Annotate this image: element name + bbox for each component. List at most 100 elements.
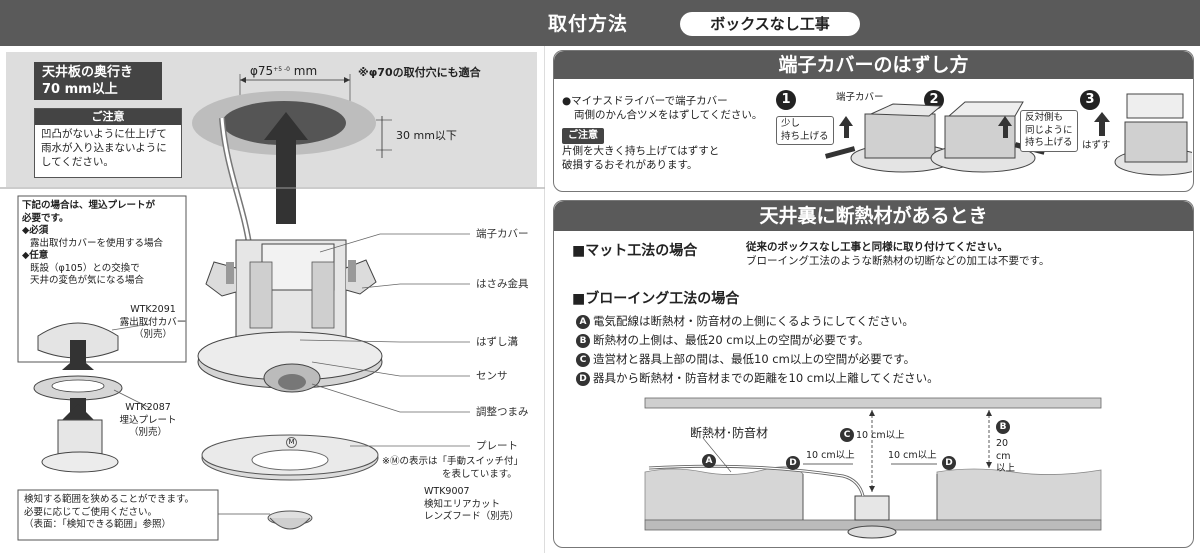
installation-diagram	[0, 46, 545, 553]
page-title: 取付方法	[548, 13, 629, 35]
accessory-name: 露出取付カバー	[119, 316, 187, 328]
ceiling-depth-line1: 天井板の奥行き	[42, 65, 134, 80]
ceiling-caution-line: 雨水が入り込まないように	[41, 142, 167, 154]
step-note-line: 反対側も	[1025, 112, 1064, 123]
blowing-item-text: 断熱材の上側は、最低20 cm以上の空間が必要です。	[593, 333, 870, 347]
plate-box-optional-line: 天井の変色が気になる場合	[30, 275, 145, 286]
insulation-panel-title: 天井裏に断熱材があるとき	[554, 201, 1193, 231]
plate-box-required-head: ◆必須	[22, 225, 49, 236]
diagram-mark-d-left-icon: D	[786, 456, 800, 470]
terminal-caution-line: 片側を大きく持ち上げてはずすと	[562, 145, 720, 157]
terminal-caution-line: 破損するおそれがあります。	[562, 159, 698, 171]
diameter-unit: mm	[293, 64, 318, 78]
terminal-cover-panel-title: 端子カバーのはずし方	[554, 51, 1193, 79]
plate-box-optional-head: ◆任意	[22, 250, 49, 261]
d-clearance-right-label: 10 cm以上	[888, 450, 937, 461]
diagram-mark-d-right-icon: D	[942, 456, 956, 470]
accessory-sub: （別売）	[128, 427, 167, 438]
ceiling-caution-text: 凹凸がないように仕上げて 雨水が入り込まないように してください。	[35, 125, 181, 171]
ceiling-caution-title: ご注意	[35, 109, 181, 125]
plate-mark: M	[286, 437, 297, 448]
instruction-line: 両側のかん合ツメをはずしてください。	[574, 109, 763, 121]
plate-box-required-text: 露出取付カバーを使用する場合	[30, 237, 164, 249]
plate-note-line: ※Ⓜの表示は「手動スイッチ付」	[382, 456, 523, 467]
accessory-name: レンズフード（別売）	[424, 511, 519, 522]
mark-b-icon: B	[576, 334, 590, 348]
plate-required-box: 下記の場合は、埋込プレートが 必要です。 ◆必須 露出取付カバーを使用する場合 …	[22, 200, 182, 288]
diagram-mark-a-icon: A	[702, 454, 716, 468]
accessory-sub: （別売）	[133, 329, 172, 340]
b-label-line: 20	[996, 438, 1009, 449]
accessory-exposed-cover: WTK2091 露出取付カバー （別売）	[118, 304, 188, 342]
accessory-embed-plate: WTK2087 埋込プレート （別売）	[118, 402, 178, 440]
label-clip: はさみ金具	[476, 278, 529, 290]
step3-note: はずす	[1082, 140, 1111, 151]
diagram-mark-c-icon: C	[840, 428, 854, 442]
detection-range-note: 検知する範囲を狭めることができます。 必要に応じてご使用ください。 （表面：「検…	[24, 494, 194, 532]
accessory-code: WTK9007	[424, 486, 470, 497]
terminal-cover-instructions: ●マイナスドライバーで端子カバー 両側のかん合ツメをはずしてください。 ご注意 …	[562, 94, 772, 172]
step-note-line: 同じように	[1025, 124, 1073, 136]
step-number-3: 3	[1080, 90, 1100, 110]
mat-method-text: 従来のボックスなし工事と同様に取り付けてください。 ブローイング工法のような断熱…	[746, 240, 1049, 268]
diagram-mark-b-icon: B	[996, 420, 1010, 434]
ceiling-caution-box: ご注意 凹凸がないように仕上げて 雨水が入り込まないように してください。	[34, 108, 182, 178]
label-plate: プレート	[476, 440, 518, 452]
mat-method-line: 従来のボックスなし工事と同様に取り付けてください。	[746, 241, 1008, 253]
insulation-label: 断熱材･防音材	[690, 426, 769, 440]
d-clearance-left-label: 10 cm以上	[806, 450, 855, 461]
range-note-line: 検知する範囲を狭めることができます。	[24, 494, 195, 505]
step2-note: 反対側も 同じように 持ち上げる	[1020, 110, 1078, 152]
plate-box-line: 下記の場合は、埋込プレートが	[22, 200, 156, 211]
blowing-item-text: 電気配線は断熱材・防音材の上側にくるようにしてください。	[593, 314, 914, 328]
blowing-method-heading: ■ブローイング工法の場合	[572, 291, 740, 307]
ceiling-depth-line2: 70 mm以上	[42, 82, 118, 97]
insulation-clearance-diagram	[644, 397, 1102, 539]
label-sensor: センサ	[476, 370, 508, 382]
terminal-cover-panel: 端子カバーのはずし方	[553, 50, 1194, 192]
c-clearance-label: 10 cm以上	[856, 430, 905, 441]
range-note-line: （表面：「検知できる範囲」参照）	[24, 519, 172, 530]
plate-note-line: を表しています。	[442, 468, 517, 480]
space-note: 30 mm以下	[396, 129, 457, 142]
mark-d-icon: D	[576, 372, 590, 386]
step1-label-cover: 端子カバー	[836, 92, 884, 103]
b-label-line: 以上	[996, 463, 1016, 474]
accessory-name: 検知エリアカット	[424, 498, 501, 510]
insulation-panel: 天井裏に断熱材があるとき	[553, 200, 1194, 548]
step-note-line: 少し	[781, 118, 801, 129]
label-terminal-cover: 端子カバー	[476, 228, 529, 240]
header-bar	[0, 0, 1200, 46]
mat-method-line: ブローイング工法のような断熱材の切断などの加工は不要です。	[746, 255, 1050, 267]
terminal-cover-steps-illustration	[824, 93, 1192, 176]
mark-c-icon: C	[576, 353, 590, 367]
b-label-line: cm	[996, 450, 1011, 462]
mark-a-icon: A	[576, 315, 590, 329]
step-note-line: 持ち上げる	[781, 130, 829, 142]
ceiling-caution-line: 凹凸がないように仕上げて	[41, 128, 167, 140]
plate-box-line: 必要です。	[22, 212, 69, 224]
label-removal-slot: はずし溝	[476, 336, 518, 348]
step-number-1: 1	[776, 90, 796, 110]
mat-method-heading: ■マット工法の場合	[572, 243, 698, 259]
plate-box-optional-line: 既設（φ105）との交換で	[30, 262, 140, 274]
hole-diameter-label: φ75+5 -0 mm	[250, 64, 317, 78]
accessory-name: 埋込プレート	[119, 414, 177, 426]
range-note-line: 必要に応じてご使用ください。	[24, 506, 158, 518]
blowing-item-text: 器具から断熱材・防音材までの距離を10 cm以上離してください。	[593, 371, 939, 385]
ceiling-caution-line: してください。	[41, 156, 114, 168]
method-badge: ボックスなし工事	[680, 12, 860, 36]
diameter-value: φ75	[250, 64, 274, 78]
step-note-line: 持ち上げる	[1025, 137, 1073, 148]
accessory-code: WTK2087	[125, 402, 171, 413]
blowing-item-text: 造営材と器具上部の間は、最低10 cm以上の空間が必要です。	[593, 352, 916, 366]
diameter-tolerance: +5 -0	[273, 66, 290, 73]
hole-compat-note: ※φ70の取付穴にも適合	[358, 66, 481, 79]
b-clearance-label: 20 cm 以上	[996, 438, 1015, 476]
step1-note: 少し 持ち上げる	[776, 116, 834, 145]
terminal-caution-title: ご注意	[562, 128, 604, 144]
